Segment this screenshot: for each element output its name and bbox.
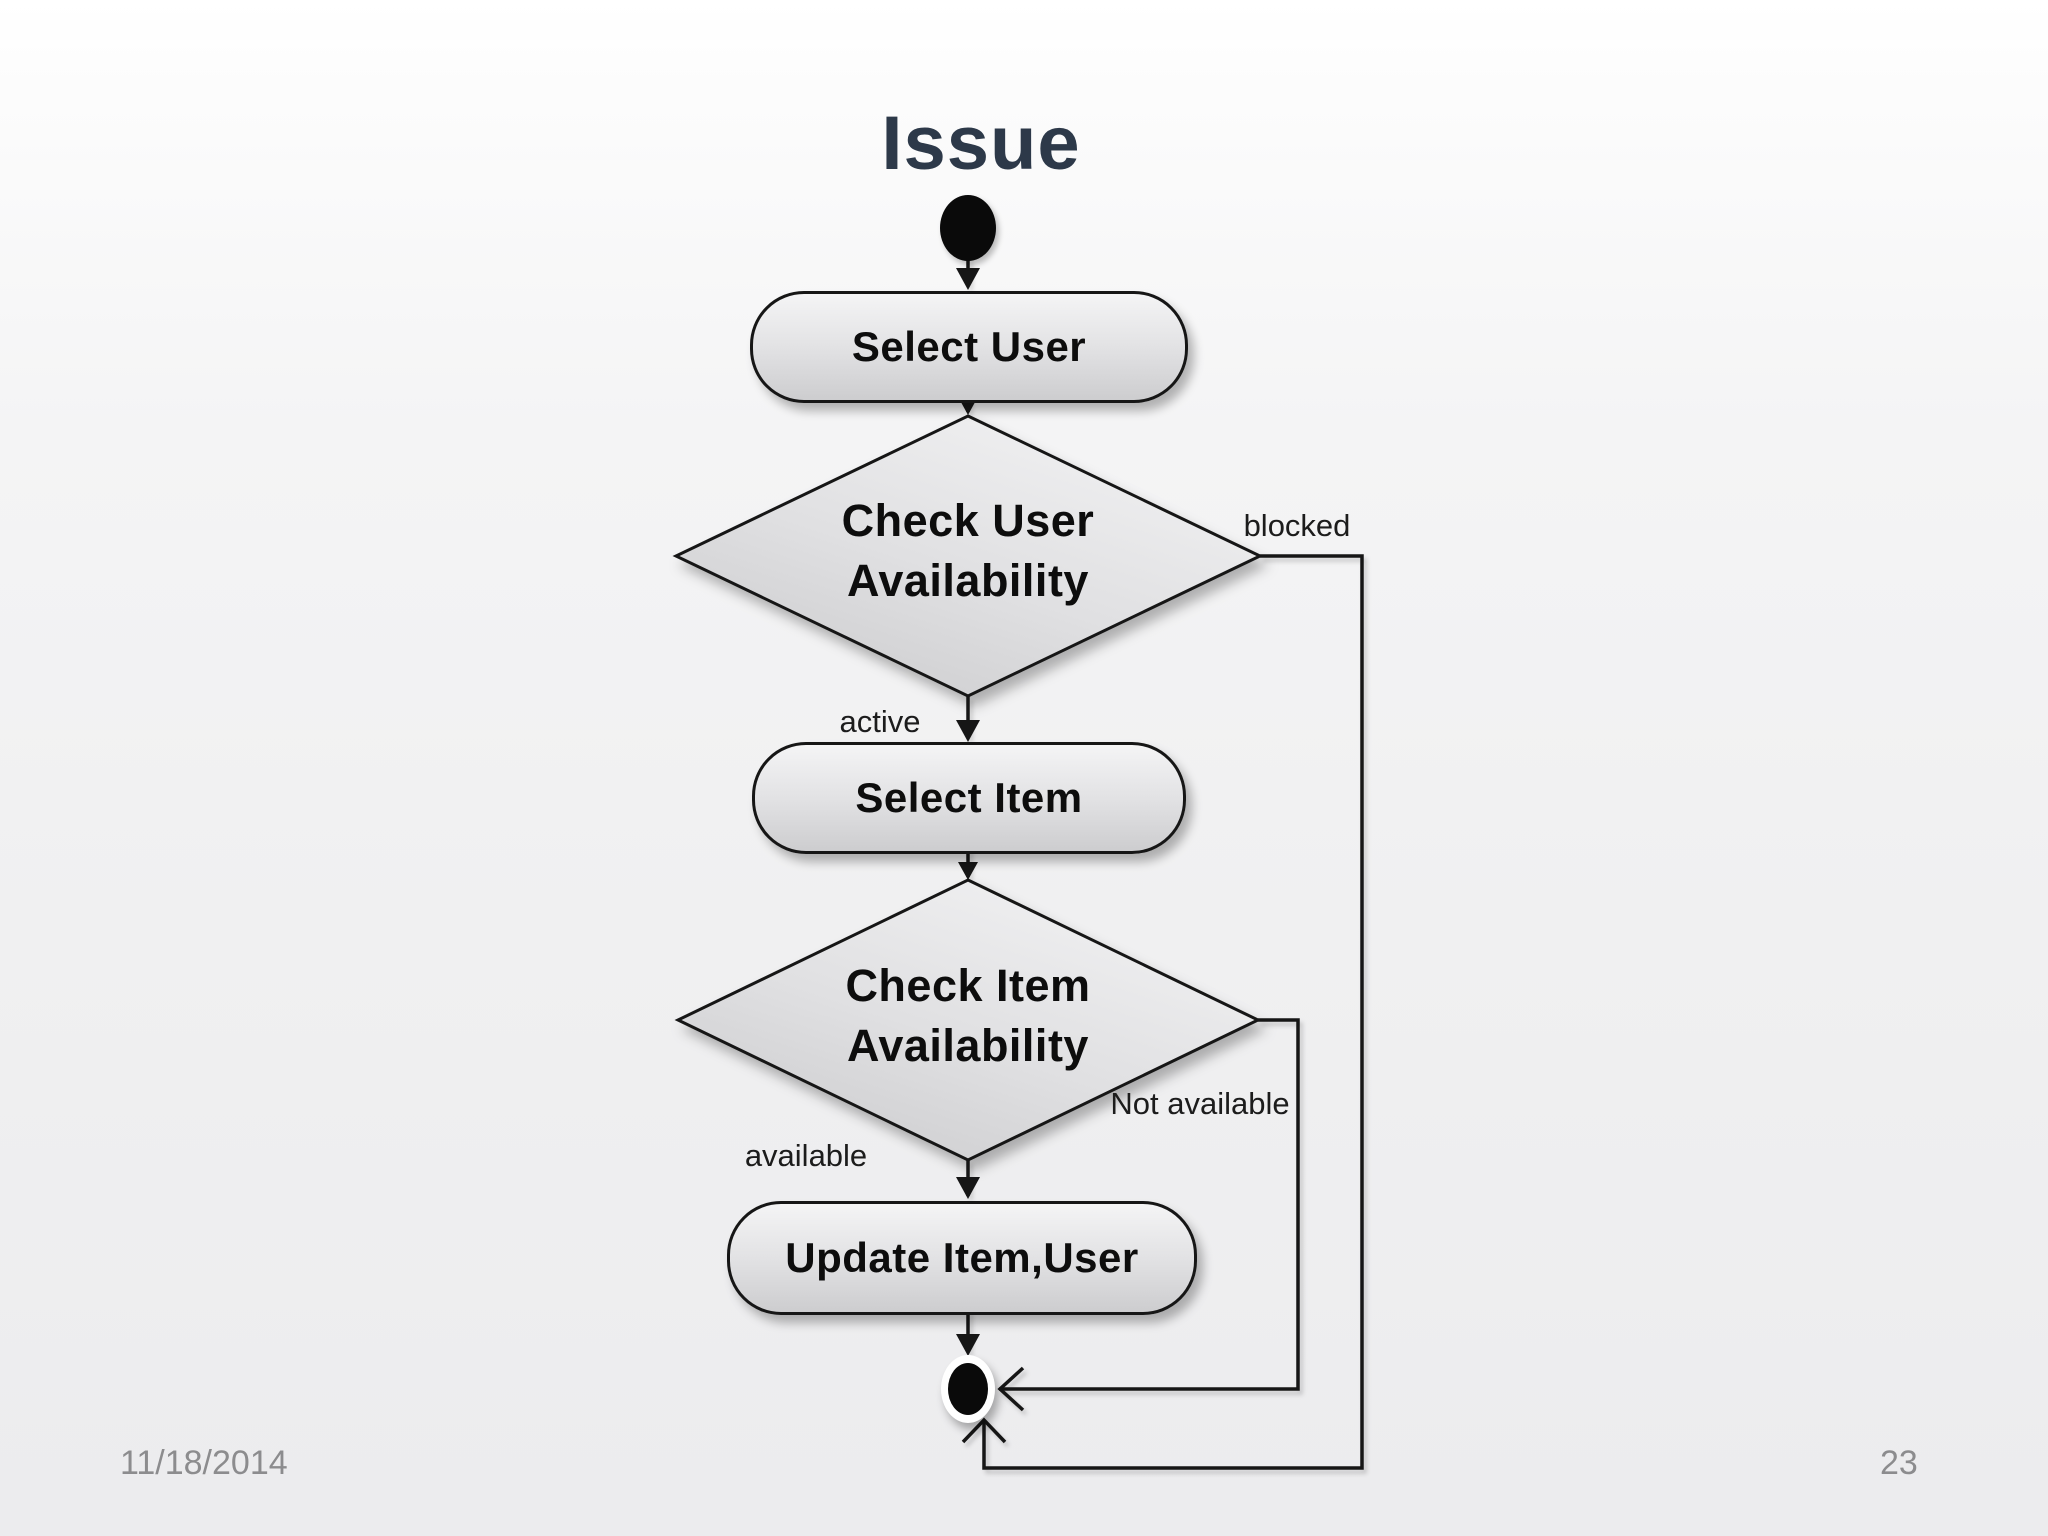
- arrowhead-check-item: [958, 862, 978, 880]
- edge-label-blocked: blocked: [1243, 508, 1351, 543]
- final-node-core: [948, 1363, 988, 1415]
- initial-node: [940, 195, 996, 261]
- action-update-item-user-label: Update Item,User: [785, 1234, 1139, 1281]
- edge-blocked-return: [982, 554, 1364, 1470]
- edge-label-not-available: Not available: [1110, 1086, 1290, 1121]
- final-node: [941, 1355, 995, 1423]
- action-update-item-user: Update Item,User: [727, 1201, 1197, 1315]
- action-select-item: Select Item: [752, 742, 1186, 854]
- decision-check-item-line2: Availability: [847, 1020, 1089, 1071]
- decision-check-item-label: Check Item Availability: [678, 956, 1258, 1076]
- edge-label-active: active: [839, 704, 921, 739]
- arrowhead-select-item: [956, 720, 980, 742]
- action-select-item-label: Select Item: [855, 774, 1083, 821]
- action-select-user: Select User: [750, 291, 1188, 403]
- page-title: Issue: [881, 101, 1081, 186]
- footer-page-number: 23: [1880, 1444, 1918, 1482]
- decision-check-user-label: Check User Availability: [676, 491, 1260, 611]
- footer-date: 11/18/2014: [120, 1444, 288, 1482]
- decision-check-user-line2: Availability: [847, 555, 1089, 606]
- arrowhead-select-user: [956, 268, 980, 290]
- arrowhead-update: [956, 1177, 980, 1199]
- edge-label-available: available: [744, 1138, 868, 1173]
- edge-not-available-return: [999, 1018, 1300, 1391]
- action-select-user-label: Select User: [851, 323, 1087, 370]
- arrowhead-into-end-from-right: [997, 1366, 1025, 1412]
- arrowhead-end: [956, 1334, 980, 1356]
- decision-check-item-line1: Check Item: [845, 960, 1091, 1011]
- decision-check-user-line1: Check User: [841, 495, 1095, 546]
- arrowhead-into-end-from-below: [961, 1417, 1007, 1444]
